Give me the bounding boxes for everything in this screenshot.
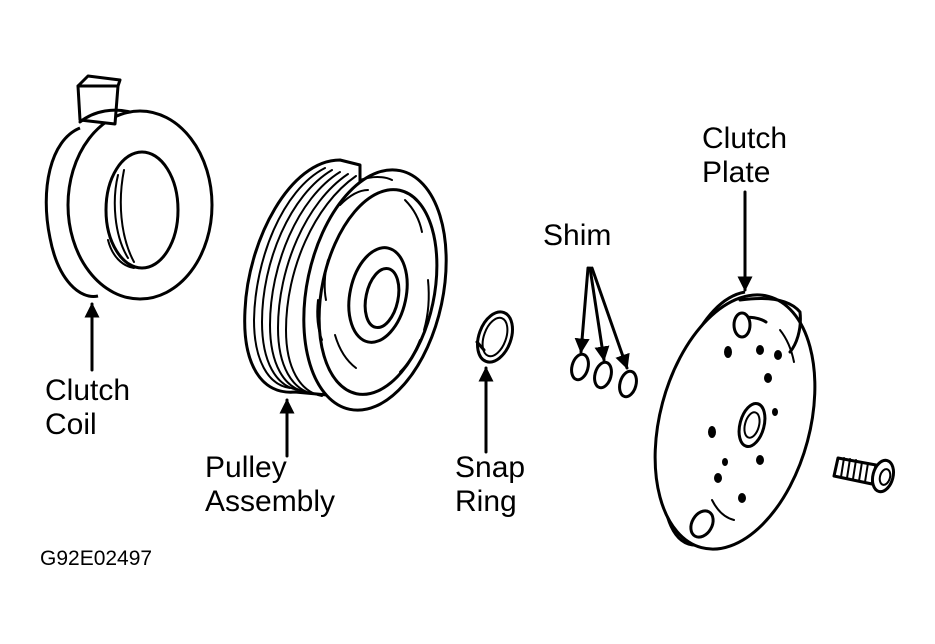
pulley-assembly-label-line2: Assembly [205, 485, 336, 518]
pulley-assembly-label: Pulley Assembly [205, 451, 335, 519]
clutch-plate-label-line1: Clutch [702, 122, 788, 155]
bolt-part [832, 456, 896, 494]
snap-ring-label: Snap Ring [455, 451, 525, 519]
figure-code: G92E02497 [40, 547, 153, 570]
clutch-coil-label: Clutch Coil [45, 374, 130, 442]
clutch-plate-part [653, 290, 817, 551]
clutch-coil-label-line1: Clutch [45, 374, 131, 407]
snap-ring-part [475, 310, 514, 364]
clutch-coil-part [44, 74, 214, 301]
shim-arrows [574, 266, 630, 370]
clutch-plate-label-line2: Plate [702, 156, 771, 189]
clutch-coil-label-line2: Coil [45, 408, 97, 441]
pulley-assembly-label-line1: Pulley [205, 451, 287, 484]
pulley-assembly-part [243, 158, 448, 412]
clutch-plate-label: Clutch Plate [702, 122, 787, 190]
snap-ring-label-line2: Ring [455, 485, 517, 518]
shim-label: Shim [543, 219, 612, 252]
shim-parts [570, 352, 638, 399]
snap-ring-label-line1: Snap [455, 451, 526, 484]
